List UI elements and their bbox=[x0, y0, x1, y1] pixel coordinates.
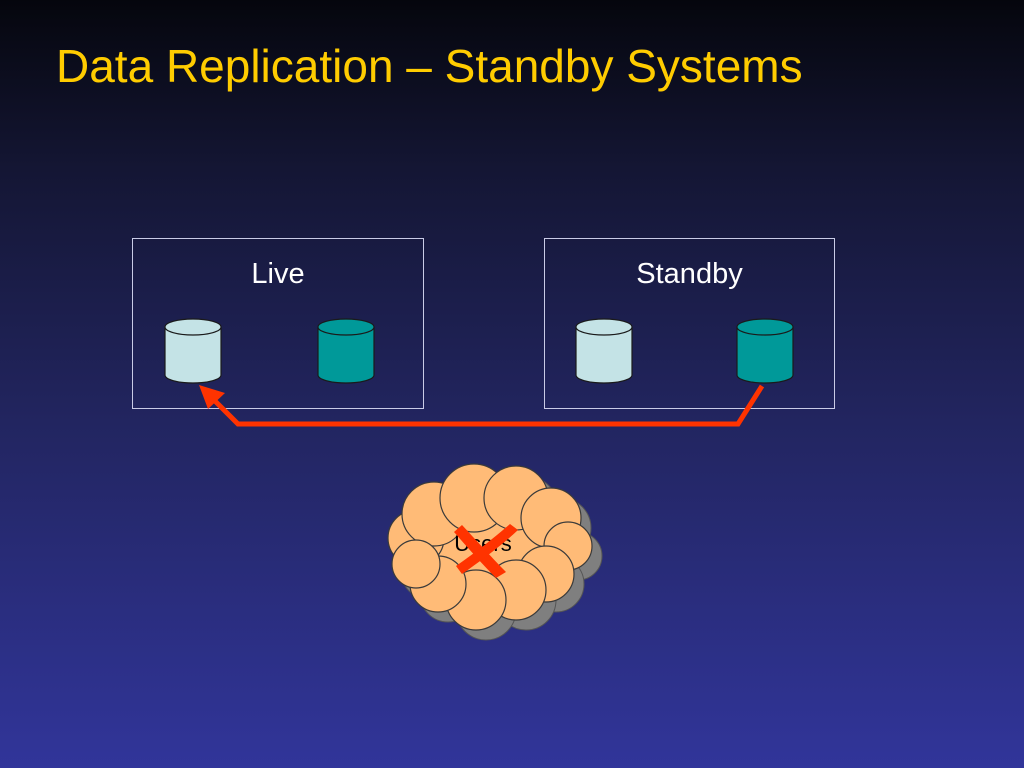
live-system-box: Live bbox=[132, 238, 424, 409]
standby-db-primary-icon bbox=[575, 318, 633, 384]
standby-system-label: Standby bbox=[636, 258, 743, 290]
standby-system-box: Standby bbox=[544, 238, 835, 409]
live-system-label: Live bbox=[251, 258, 305, 290]
replication-arrow-icon bbox=[199, 384, 765, 427]
live-db-secondary-icon bbox=[317, 318, 375, 384]
live-db-primary-icon bbox=[164, 318, 222, 384]
standby-db-secondary-icon bbox=[736, 318, 794, 384]
blocked-cross-icon bbox=[454, 524, 518, 578]
slide-title: Data Replication – Standby Systems bbox=[56, 40, 803, 92]
